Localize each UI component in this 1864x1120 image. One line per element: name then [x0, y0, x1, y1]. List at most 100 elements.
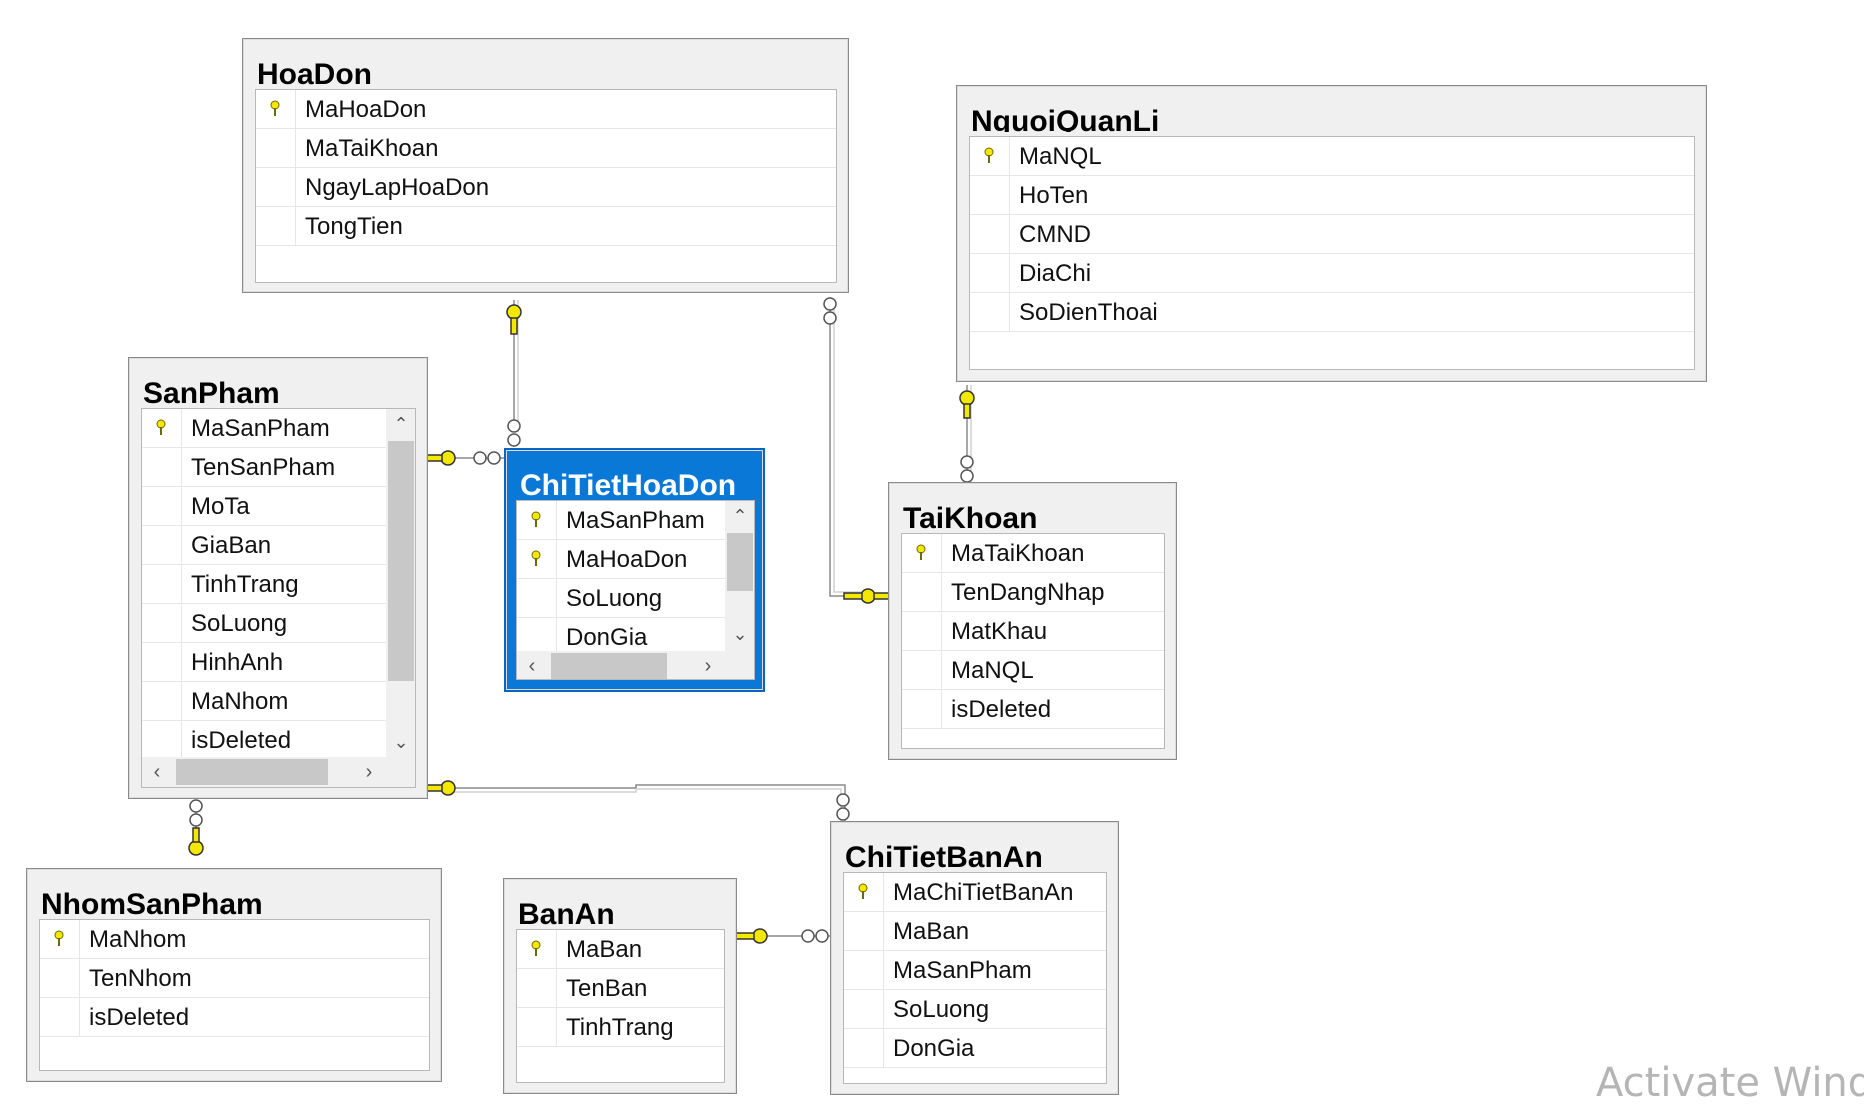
column-name: MatKhau: [951, 618, 1048, 645]
column-row[interactable]: MaNQL: [970, 137, 1694, 176]
table-nhomsanpham[interactable]: NhomSanPham MaNhom TenNhom isDeleted: [26, 868, 442, 1082]
vertical-scrollbar[interactable]: ⌃ ⌄: [725, 501, 754, 651]
relationship-line-taikhoan-hoadon: [829, 300, 868, 597]
column-row[interactable]: MaBan: [517, 930, 724, 969]
column-row[interactable]: TenBan: [517, 969, 724, 1008]
column-row[interactable]: SoLuong: [844, 990, 1106, 1029]
horizontal-scrollbar[interactable]: ‹ ›: [142, 757, 415, 787]
column-name: HinhAnh: [191, 649, 284, 676]
column-row[interactable]: MoTa: [142, 487, 386, 526]
scroll-right-icon[interactable]: ›: [704, 655, 712, 677]
column-grid: MaNQL HoTen CMND DiaChi SoDienThoai: [969, 136, 1695, 370]
table-nguoiquanli[interactable]: NguoiQuanLi MaNQL HoTen CMND DiaChi SoDi…: [956, 85, 1707, 382]
scroll-down-icon[interactable]: ⌄: [393, 732, 409, 752]
table-taikhoan[interactable]: TaiKhoan MaTaiKhoan TenDangNhap MatKhau …: [888, 482, 1177, 760]
key-icon: [423, 450, 456, 466]
table-hoadon[interactable]: HoaDon MaHoaDon MaTaiKhoan NgayLapHoaDon…: [242, 38, 849, 293]
column-row[interactable]: TinhTrang: [142, 565, 386, 604]
table-sanpham[interactable]: SanPham MaSanPham TenSanPham MoTa GiaBan…: [128, 357, 428, 799]
column-row[interactable]: MaTaiKhoan: [902, 534, 1164, 573]
vertical-scrollbar[interactable]: ⌃ ⌄: [386, 409, 415, 759]
primary-key-icon: [984, 147, 994, 163]
column-grid: MaSanPham MaHoaDon SoLuong DonGia ⌃ ⌄ ‹ …: [516, 500, 755, 680]
infinity-icon: [473, 451, 501, 465]
relationship-line-sanpham-chitietbanan: [444, 784, 846, 822]
scroll-thumb[interactable]: [388, 441, 414, 681]
column-row[interactable]: MaTaiKhoan: [256, 129, 836, 168]
column-row[interactable]: isDeleted: [902, 690, 1164, 729]
column-name: MaNhom: [89, 926, 187, 953]
column-row[interactable]: MatKhau: [902, 612, 1164, 651]
column-name: MaTaiKhoan: [305, 135, 439, 162]
scroll-up-icon[interactable]: ⌃: [393, 414, 409, 434]
column-row[interactable]: MaHoaDon: [256, 90, 836, 129]
column-name: MaSanPham: [566, 507, 705, 534]
column-row[interactable]: MaNhom: [40, 920, 429, 959]
column-row[interactable]: SoLuong: [517, 579, 725, 618]
column-row[interactable]: TenNhom: [40, 959, 429, 998]
column-name: TenBan: [566, 975, 648, 1002]
column-grid: MaChiTietBanAn MaBan MaSanPham SoLuong D…: [843, 872, 1107, 1084]
column-name: isDeleted: [951, 696, 1052, 723]
column-name: TongTien: [305, 213, 403, 240]
column-row[interactable]: isDeleted: [142, 721, 386, 760]
scroll-thumb[interactable]: [727, 533, 753, 591]
column-name: DiaChi: [1019, 260, 1092, 287]
column-name: MoTa: [191, 493, 250, 520]
column-row[interactable]: SoLuong: [142, 604, 386, 643]
column-row[interactable]: DiaChi: [970, 254, 1694, 293]
key-icon: [188, 827, 204, 856]
column-row[interactable]: MaNhom: [142, 682, 386, 721]
scroll-left-icon[interactable]: ‹: [153, 761, 161, 783]
column-name: TenDangNhap: [951, 579, 1105, 606]
column-row[interactable]: MaChiTietBanAn: [844, 873, 1106, 912]
scroll-right-icon[interactable]: ›: [365, 761, 373, 783]
column-name: MaHoaDon: [305, 96, 427, 123]
column-row[interactable]: CMND: [970, 215, 1694, 254]
primary-key-icon: [531, 940, 541, 956]
scroll-left-icon[interactable]: ‹: [528, 655, 536, 677]
column-row[interactable]: TongTien: [256, 207, 836, 246]
column-row[interactable]: MaSanPham: [142, 409, 386, 448]
column-row[interactable]: MaNQL: [902, 651, 1164, 690]
column-name: DonGia: [893, 1035, 975, 1062]
key-icon: [843, 588, 893, 604]
column-row[interactable]: GiaBan: [142, 526, 386, 565]
column-row[interactable]: DonGia: [844, 1029, 1106, 1068]
column-row[interactable]: TenDangNhap: [902, 573, 1164, 612]
scroll-thumb[interactable]: [551, 653, 667, 679]
column-row[interactable]: MaBan: [844, 912, 1106, 951]
column-row[interactable]: HoTen: [970, 176, 1694, 215]
column-row[interactable]: SoDienThoai: [970, 293, 1694, 332]
column-name: TenNhom: [89, 965, 192, 992]
column-name: MaBan: [566, 936, 643, 963]
horizontal-scrollbar[interactable]: ‹ ›: [517, 651, 754, 679]
column-row[interactable]: MaSanPham: [517, 501, 725, 540]
column-name: TenSanPham: [191, 454, 336, 481]
key-icon: [735, 928, 768, 944]
table-banan[interactable]: BanAn MaBan TenBan TinhTrang: [503, 878, 737, 1094]
column-row[interactable]: MaHoaDon: [517, 540, 725, 579]
scroll-down-icon[interactable]: ⌄: [732, 624, 748, 644]
table-chitiethoadon[interactable]: ChiTietHoaDon MaSanPham MaHoaDon SoLuong…: [504, 448, 765, 692]
scroll-up-icon[interactable]: ⌃: [732, 506, 748, 526]
column-grid: MaNhom TenNhom isDeleted: [39, 919, 430, 1071]
column-name: MaNQL: [1019, 143, 1102, 170]
primary-key-icon: [531, 511, 541, 527]
column-row[interactable]: TenSanPham: [142, 448, 386, 487]
table-title: SanPham: [143, 378, 280, 410]
table-title: HoaDon: [257, 59, 372, 91]
column-name: isDeleted: [89, 1004, 190, 1031]
column-row[interactable]: MaSanPham: [844, 951, 1106, 990]
table-title: BanAn: [518, 899, 615, 931]
column-row[interactable]: TinhTrang: [517, 1008, 724, 1047]
column-row[interactable]: HinhAnh: [142, 643, 386, 682]
column-name: TinhTrang: [191, 571, 299, 598]
infinity-icon: [507, 419, 521, 447]
scroll-thumb[interactable]: [176, 759, 328, 785]
column-row[interactable]: NgayLapHoaDon: [256, 168, 836, 207]
column-name: MaSanPham: [893, 957, 1032, 984]
table-chitietbanan[interactable]: ChiTietBanAn MaChiTietBanAn MaBan MaSanP…: [830, 821, 1119, 1095]
infinity-icon: [836, 793, 850, 821]
column-row[interactable]: isDeleted: [40, 998, 429, 1037]
